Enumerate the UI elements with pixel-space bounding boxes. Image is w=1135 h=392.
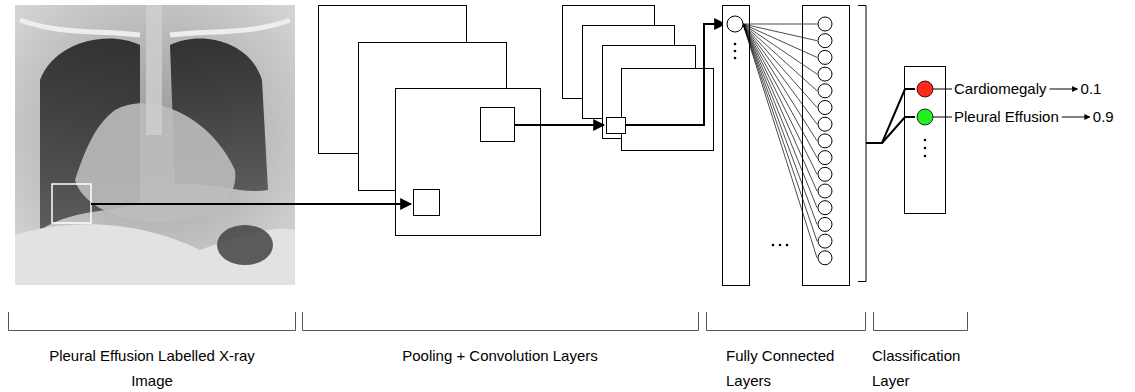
neuron <box>818 117 832 131</box>
class-name: Cardiomegaly <box>954 81 1047 97</box>
fc-wire <box>743 24 817 124</box>
fc-wire <box>743 24 817 241</box>
neuron <box>818 151 832 165</box>
fc-layers <box>723 6 867 286</box>
fc-wire <box>743 24 817 25</box>
neuron <box>818 167 832 181</box>
section-caption: Classification Layer <box>872 343 980 392</box>
neuron <box>818 67 832 81</box>
leader-arrow <box>1062 117 1090 118</box>
feature-maps <box>563 6 714 151</box>
neuron <box>818 217 832 231</box>
neuron <box>818 251 832 265</box>
neuron <box>818 34 832 48</box>
xray-image <box>15 5 295 285</box>
class-name: Pleural Effusion <box>954 109 1059 125</box>
neuron-circle <box>916 80 954 98</box>
fc-wire <box>743 24 817 191</box>
fc-wire <box>743 24 817 208</box>
neuron-circle <box>916 108 954 126</box>
neuron <box>818 201 832 215</box>
fc-wire <box>743 24 817 158</box>
fc-wire <box>743 24 817 258</box>
section-caption: Pooling + Convolution Layers <box>370 343 630 368</box>
neuron <box>818 17 832 31</box>
fc-wire <box>743 24 817 41</box>
section-bracket <box>9 312 968 331</box>
neuron <box>818 134 832 148</box>
leader-arrow <box>1050 89 1078 90</box>
section-caption: Fully Connected Layers <box>726 343 861 392</box>
neuron <box>818 101 832 115</box>
neuron <box>818 50 832 64</box>
flow-arrow <box>91 24 725 204</box>
output-neuron: Pleural Effusion <box>916 108 1059 126</box>
probability-value: 0.1 <box>1081 81 1102 97</box>
probability-value: 0.9 <box>1093 109 1114 125</box>
fc-wire <box>743 24 817 174</box>
neuron <box>818 84 832 98</box>
fc-wire <box>743 24 817 108</box>
fc-wire <box>743 24 817 224</box>
feature-maps <box>319 6 541 236</box>
section-caption: Pleural Effusion Labelled X-ray Image <box>42 343 262 392</box>
output-neuron: Cardiomegaly <box>916 80 1047 98</box>
neuron <box>818 184 832 198</box>
neuron <box>818 234 832 248</box>
